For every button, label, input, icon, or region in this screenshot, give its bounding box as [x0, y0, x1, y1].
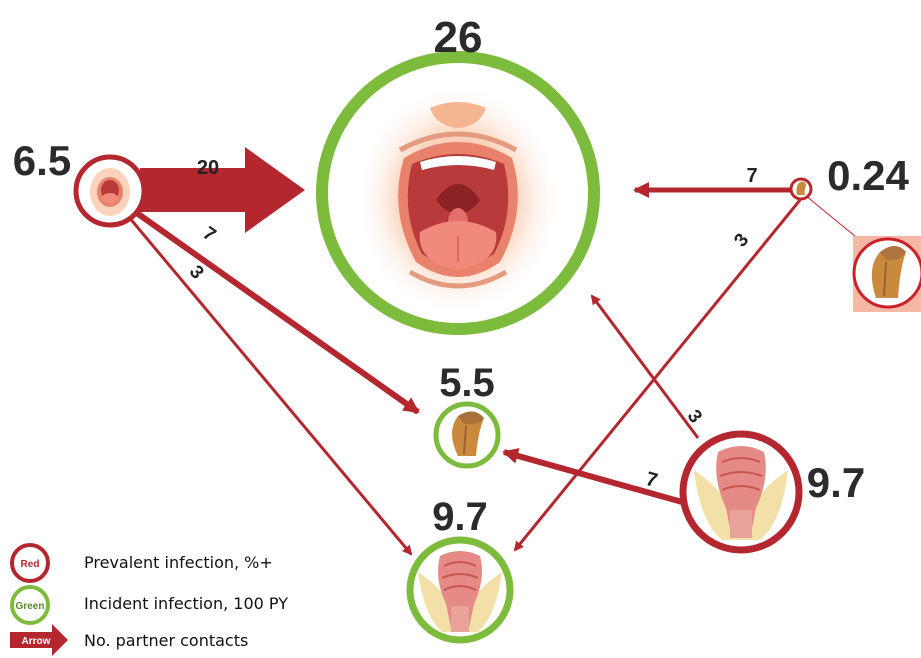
arrow-anus-to-mouth [592, 296, 698, 438]
edge-label-mouth-to-anus: 3 [185, 262, 208, 284]
legend-item-arrow: Arrow No. partner contacts [10, 624, 248, 656]
legend-item-prevalent: Red Prevalent infection, %+ [12, 545, 273, 581]
prevalent-penis-node [791, 179, 811, 199]
edge-label-penis-to-mouth: 7 [746, 165, 757, 187]
penis-inset [853, 236, 921, 312]
legend-item-incident: Green Incident infection, 100 PY [12, 587, 288, 623]
legend-green-text: Incident infection, 100 PY [84, 594, 288, 613]
arrow-mouth-to-mouth [140, 147, 305, 233]
legend-red-badge: Red [21, 559, 40, 570]
edge-label-mouth-to-penis: 7 [199, 223, 220, 246]
legend: Red Prevalent infection, %+ Green Incide… [10, 545, 288, 656]
legend-green-badge: Green [16, 601, 45, 612]
prevalent-anus-node [683, 434, 799, 550]
open-mouth-icon [354, 82, 562, 318]
legend-red-text: Prevalent infection, %+ [84, 553, 273, 572]
incident-penis-node [436, 404, 498, 466]
open-mouth-icon [90, 168, 130, 216]
mouth-small-value: 6.5 [13, 137, 71, 184]
edge-label-mouth-to-mouth: 20 [197, 157, 219, 179]
incident-anus-node [410, 540, 510, 640]
legend-arrow-text: No. partner contacts [84, 631, 248, 650]
legend-arrow-badge: Arrow [22, 636, 51, 647]
anus-right-value: 9.7 [807, 459, 865, 506]
edge-label-penis-to-anus: 3 [730, 230, 753, 252]
penis-small-value: 0.24 [827, 152, 909, 199]
incident-mouth-node [322, 57, 594, 329]
prevalent-mouth-node [76, 157, 144, 225]
anus-bottom-value: 9.7 [432, 495, 488, 539]
penis-mid-value: 5.5 [439, 361, 495, 405]
mouth-big-value: 26 [434, 13, 483, 62]
edge-label-anus-to-penis: 7 [643, 468, 659, 492]
